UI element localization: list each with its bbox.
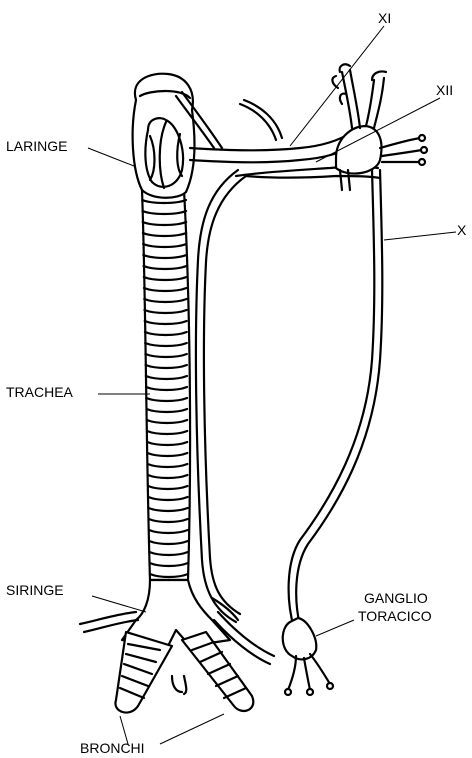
larynx-drawing — [133, 74, 195, 198]
label-ganglio-line1: GANGLIO — [364, 590, 428, 607]
label-trachea: TRACHEA — [6, 384, 73, 401]
label-bronchi: BRONCHI — [80, 740, 145, 757]
leader-ganglio — [316, 620, 354, 636]
label-xii: XII — [436, 82, 453, 99]
label-x: X — [457, 222, 466, 239]
leader-laringe — [88, 148, 134, 166]
leader-bronchi-right — [160, 714, 224, 744]
trachea-drawing — [142, 190, 190, 580]
cranial-nerves-complex — [176, 64, 427, 190]
label-siringe: SIRINGE — [6, 582, 64, 599]
leader-siringe — [92, 596, 146, 612]
thoracic-ganglion-drawing — [283, 618, 333, 695]
syrinx-bronchi-drawing — [80, 580, 274, 713]
nerve-x-trunk — [289, 170, 383, 628]
label-xi: XI — [378, 10, 391, 27]
label-ganglio-line2: TORACICO — [358, 608, 432, 625]
nerve-trunk-left — [196, 170, 246, 622]
label-laringe: LARINGE — [6, 138, 67, 155]
leader-x — [384, 232, 456, 240]
